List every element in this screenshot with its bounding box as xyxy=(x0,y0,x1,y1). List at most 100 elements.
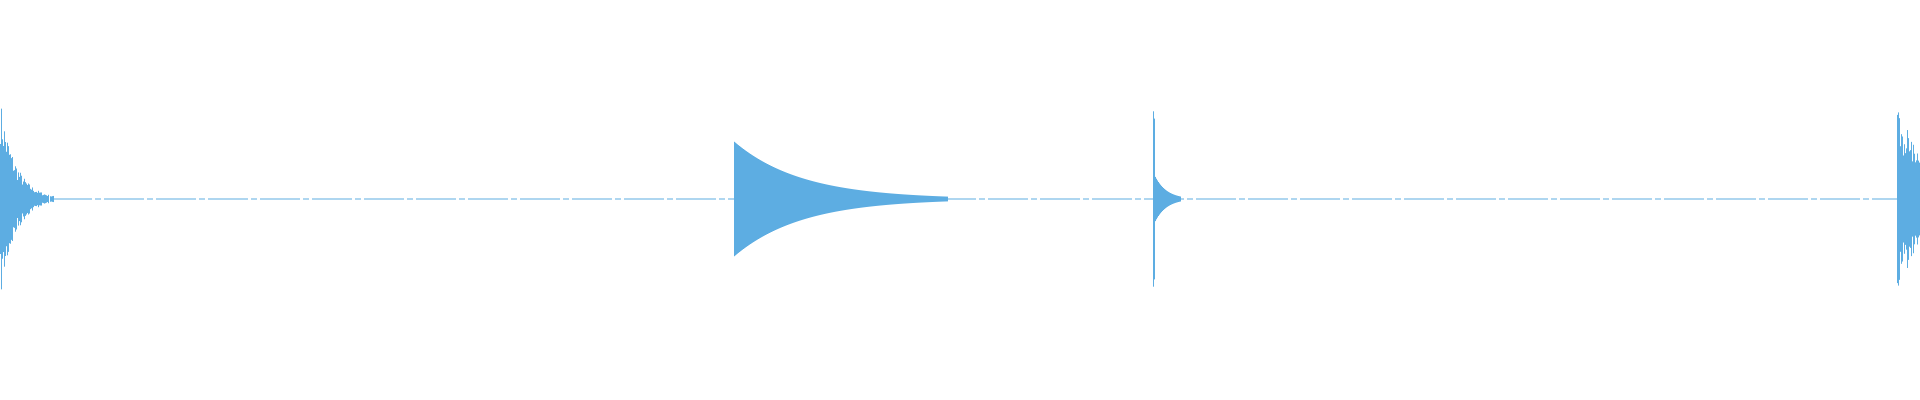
waveform-sample xyxy=(769,165,770,233)
waveform-sample xyxy=(776,168,777,230)
waveform-sample xyxy=(1900,146,1901,252)
waveform-sample xyxy=(1158,181,1159,217)
waveform-sample xyxy=(1898,112,1899,286)
waveform-sample xyxy=(45,194,46,204)
waveform-sample xyxy=(915,195,916,203)
waveform-sample xyxy=(777,168,778,230)
waveform-sample xyxy=(753,155,754,243)
waveform-sample xyxy=(853,189,854,209)
waveform-sample xyxy=(791,174,792,224)
waveform-sample xyxy=(804,178,805,220)
waveform-sample xyxy=(848,188,849,210)
waveform-sample xyxy=(806,179,807,219)
waveform-sample xyxy=(1916,160,1917,238)
waveform-sample xyxy=(862,190,863,208)
waveform-sample xyxy=(913,195,914,203)
waveform-sample xyxy=(865,190,866,208)
waveform-sample xyxy=(800,177,801,221)
waveform-sample xyxy=(1153,111,1154,287)
waveform-sample xyxy=(801,177,802,221)
waveform-sample xyxy=(23,181,24,217)
waveform-sample xyxy=(789,173,790,225)
waveform-sample xyxy=(44,194,45,204)
waveform-sample xyxy=(20,172,21,226)
waveform-sample xyxy=(30,188,31,210)
waveform-sample xyxy=(797,176,798,222)
waveform-sample xyxy=(887,193,888,205)
waveform-sample xyxy=(1166,190,1167,208)
waveform-sample xyxy=(52,196,53,202)
waveform-sample xyxy=(928,195,929,203)
waveform-sample xyxy=(838,186,839,212)
waveform-sample xyxy=(1154,118,1155,280)
waveform-sample xyxy=(771,166,772,232)
waveform-sample xyxy=(32,187,33,211)
waveform-sample xyxy=(772,166,773,232)
waveform-sample xyxy=(842,187,843,211)
waveform-sample xyxy=(892,193,893,205)
waveform-sample xyxy=(1918,160,1919,238)
waveform-sample xyxy=(799,177,800,221)
waveform-sample xyxy=(819,182,820,216)
waveform-sample xyxy=(900,194,901,204)
waveform-sample xyxy=(939,196,940,202)
waveform-sample xyxy=(824,184,825,214)
waveform-sample xyxy=(759,159,760,239)
waveform-sample xyxy=(897,193,898,205)
waveform-sample xyxy=(1161,185,1162,213)
waveform-sample xyxy=(48,194,49,204)
waveform-sample xyxy=(904,194,905,204)
waveform-sample xyxy=(754,156,755,242)
waveform-sample xyxy=(828,184,829,214)
waveform-sample xyxy=(934,196,935,202)
waveform-sample xyxy=(925,195,926,203)
waveform-sample xyxy=(1177,195,1178,203)
waveform-sample xyxy=(758,158,759,240)
waveform-sample xyxy=(760,160,761,238)
waveform-sample xyxy=(762,161,763,237)
waveform-sample xyxy=(8,146,9,252)
waveform-sample xyxy=(1180,196,1181,202)
waveform-sample xyxy=(18,172,19,226)
waveform-sample xyxy=(917,195,918,203)
waveform-sample xyxy=(902,194,903,204)
waveform-sample xyxy=(813,181,814,217)
waveform-sample xyxy=(924,195,925,203)
waveform-sample xyxy=(737,144,738,254)
waveform-sample xyxy=(858,189,859,209)
waveform-sample xyxy=(926,195,927,203)
waveform-sample xyxy=(809,180,810,218)
waveform-sample xyxy=(1901,134,1902,264)
waveform-sample xyxy=(840,187,841,211)
waveform-sample xyxy=(803,178,804,220)
waveform-sample xyxy=(748,152,749,246)
waveform-sample xyxy=(815,181,816,217)
waveform-sample xyxy=(782,171,783,227)
waveform-sample xyxy=(920,195,921,203)
waveform-sample xyxy=(923,195,924,203)
waveform-sample xyxy=(874,191,875,207)
waveform-sample xyxy=(918,195,919,203)
waveform-sample xyxy=(1910,150,1911,248)
waveform-sample xyxy=(855,189,856,209)
waveform-sample xyxy=(41,192,42,206)
waveform-sample xyxy=(822,183,823,215)
waveform-sample xyxy=(811,180,812,218)
waveform-sample xyxy=(735,142,736,256)
waveform-sample xyxy=(10,154,11,244)
waveform-sample xyxy=(756,157,757,241)
waveform-sample xyxy=(829,185,830,213)
waveform-sample xyxy=(807,179,808,219)
waveform-sample xyxy=(869,191,870,207)
waveform-sample xyxy=(42,195,43,203)
waveform-sample xyxy=(784,171,785,227)
waveform-sample xyxy=(15,166,16,232)
waveform-sample xyxy=(884,192,885,206)
waveform-sample xyxy=(22,184,23,214)
waveform-sample xyxy=(826,184,827,214)
waveform-sample xyxy=(37,192,38,206)
waveform-sample xyxy=(17,180,18,218)
waveform-sample xyxy=(33,190,34,208)
waveform-sample xyxy=(854,189,855,209)
